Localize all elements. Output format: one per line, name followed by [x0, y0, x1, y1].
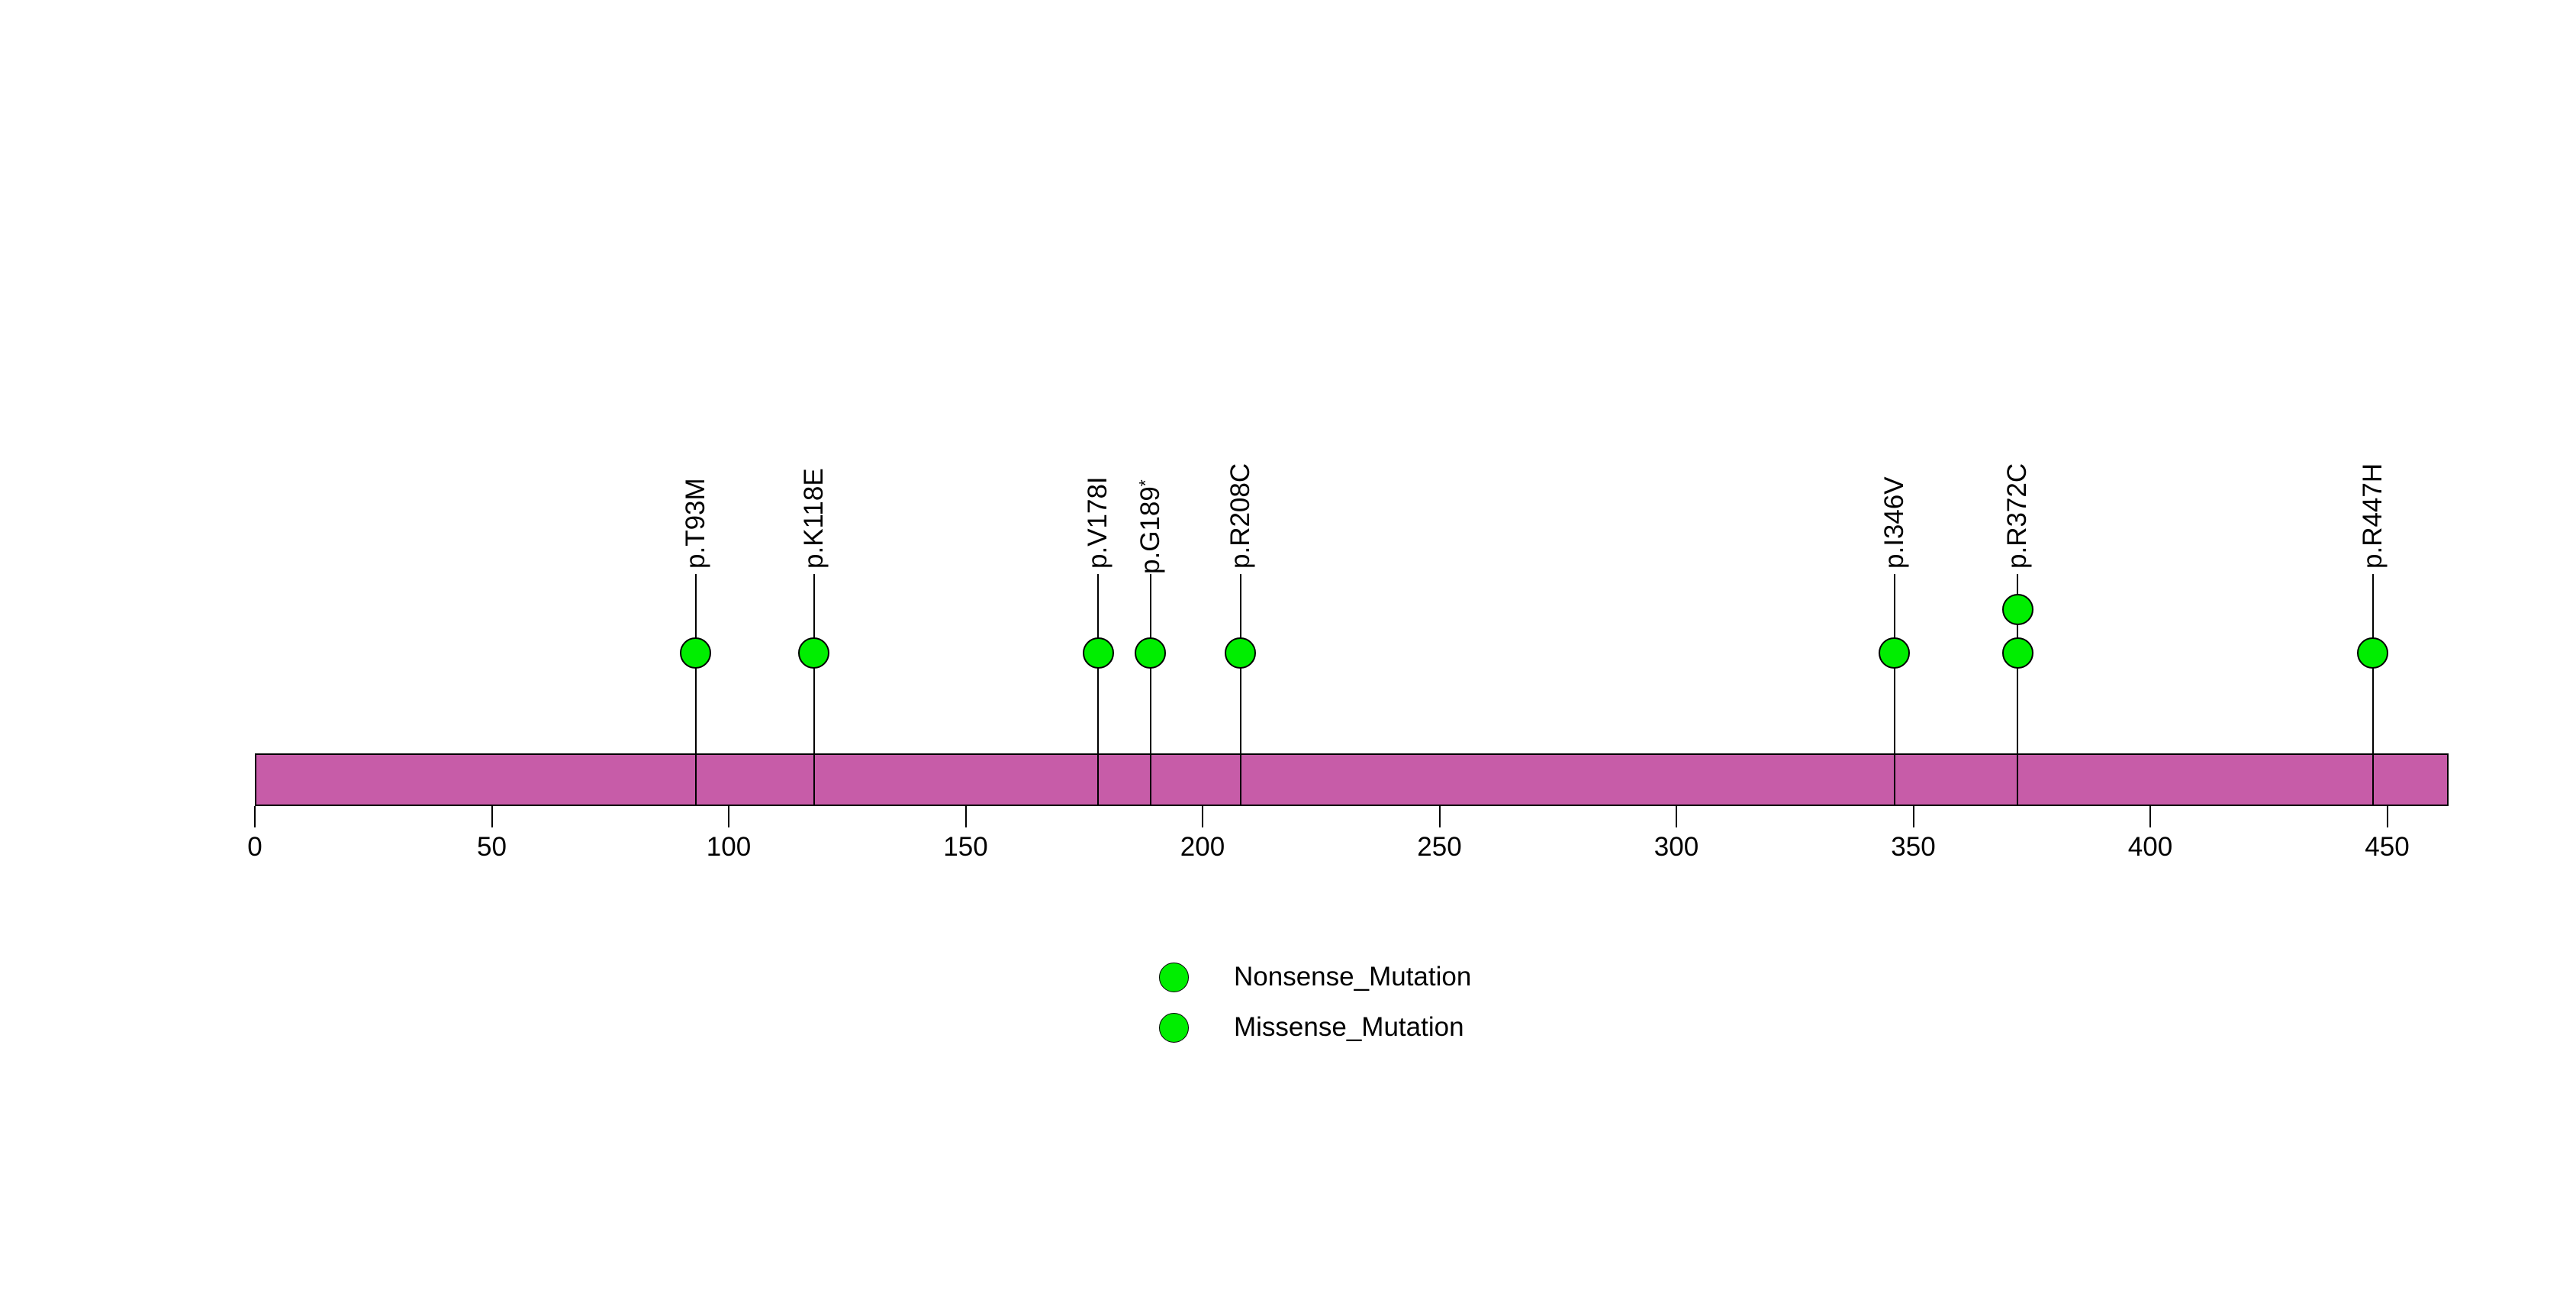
axis-tick-label: 50 [477, 832, 507, 862]
mutation-circle [2001, 593, 2033, 625]
mutation-label: p.V178I [1083, 476, 1113, 569]
axis-tick [254, 806, 256, 827]
legend-label: Missense_Mutation [1234, 1012, 1464, 1042]
mutation-circle [1135, 637, 1167, 669]
axis-tick-label: 300 [1653, 832, 1699, 862]
mutation-label: p.I346V [1879, 476, 1909, 569]
axis-tick [491, 806, 493, 827]
axis-tick-label: 100 [706, 832, 752, 862]
axis-tick [964, 806, 967, 827]
axis-tick [728, 806, 729, 827]
axis-tick [1676, 806, 1677, 827]
mutation-circle [2001, 637, 2033, 669]
axis-tick-label: 350 [1891, 832, 1936, 862]
mutation-circle [1879, 637, 1911, 669]
axis-tick [1438, 806, 1441, 827]
axis-tick-label: 150 [943, 832, 988, 862]
mutation-circle [2357, 637, 2389, 669]
mutation-label: p.G189* [1135, 479, 1165, 574]
protein-bar [255, 753, 2449, 806]
axis-tick [1912, 806, 1914, 827]
mutation-circle [680, 637, 712, 669]
mutation-label: p.T93M [680, 478, 710, 569]
axis-tick-label: 250 [1417, 832, 1462, 862]
mutation-stick [2017, 574, 2019, 806]
nonsense-star: * [1135, 479, 1155, 487]
mutation-label: p.R447H [2357, 463, 2388, 569]
mutation-circle [1082, 637, 1114, 669]
legend-swatch [1158, 962, 1189, 992]
mutation-stick [1149, 574, 1151, 806]
axis-tick-label: 450 [2365, 832, 2410, 862]
mutation-stick [813, 574, 815, 806]
mutation-stick [1893, 574, 1895, 806]
mutation-label: p.R372C [2002, 463, 2033, 569]
axis-tick [2386, 806, 2388, 827]
axis-tick [2149, 806, 2151, 827]
legend-label: Nonsense_Mutation [1234, 962, 1472, 992]
axis-tick [1202, 806, 1203, 827]
axis-tick-label: 400 [2127, 832, 2173, 862]
mutation-stick [1097, 574, 1100, 806]
mutation-stick [694, 574, 697, 806]
axis-tick-label: 0 [247, 832, 262, 862]
mutation-stick [1239, 574, 1241, 806]
axis-tick-label: 200 [1180, 832, 1225, 862]
mutation-circle [1225, 637, 1257, 669]
legend-swatch [1158, 1012, 1189, 1043]
mutation-circle [798, 637, 830, 669]
mutation-label: p.K118E [798, 468, 829, 569]
mutation-stick [2372, 574, 2374, 806]
mutation-label: p.R208C [1225, 463, 1255, 569]
